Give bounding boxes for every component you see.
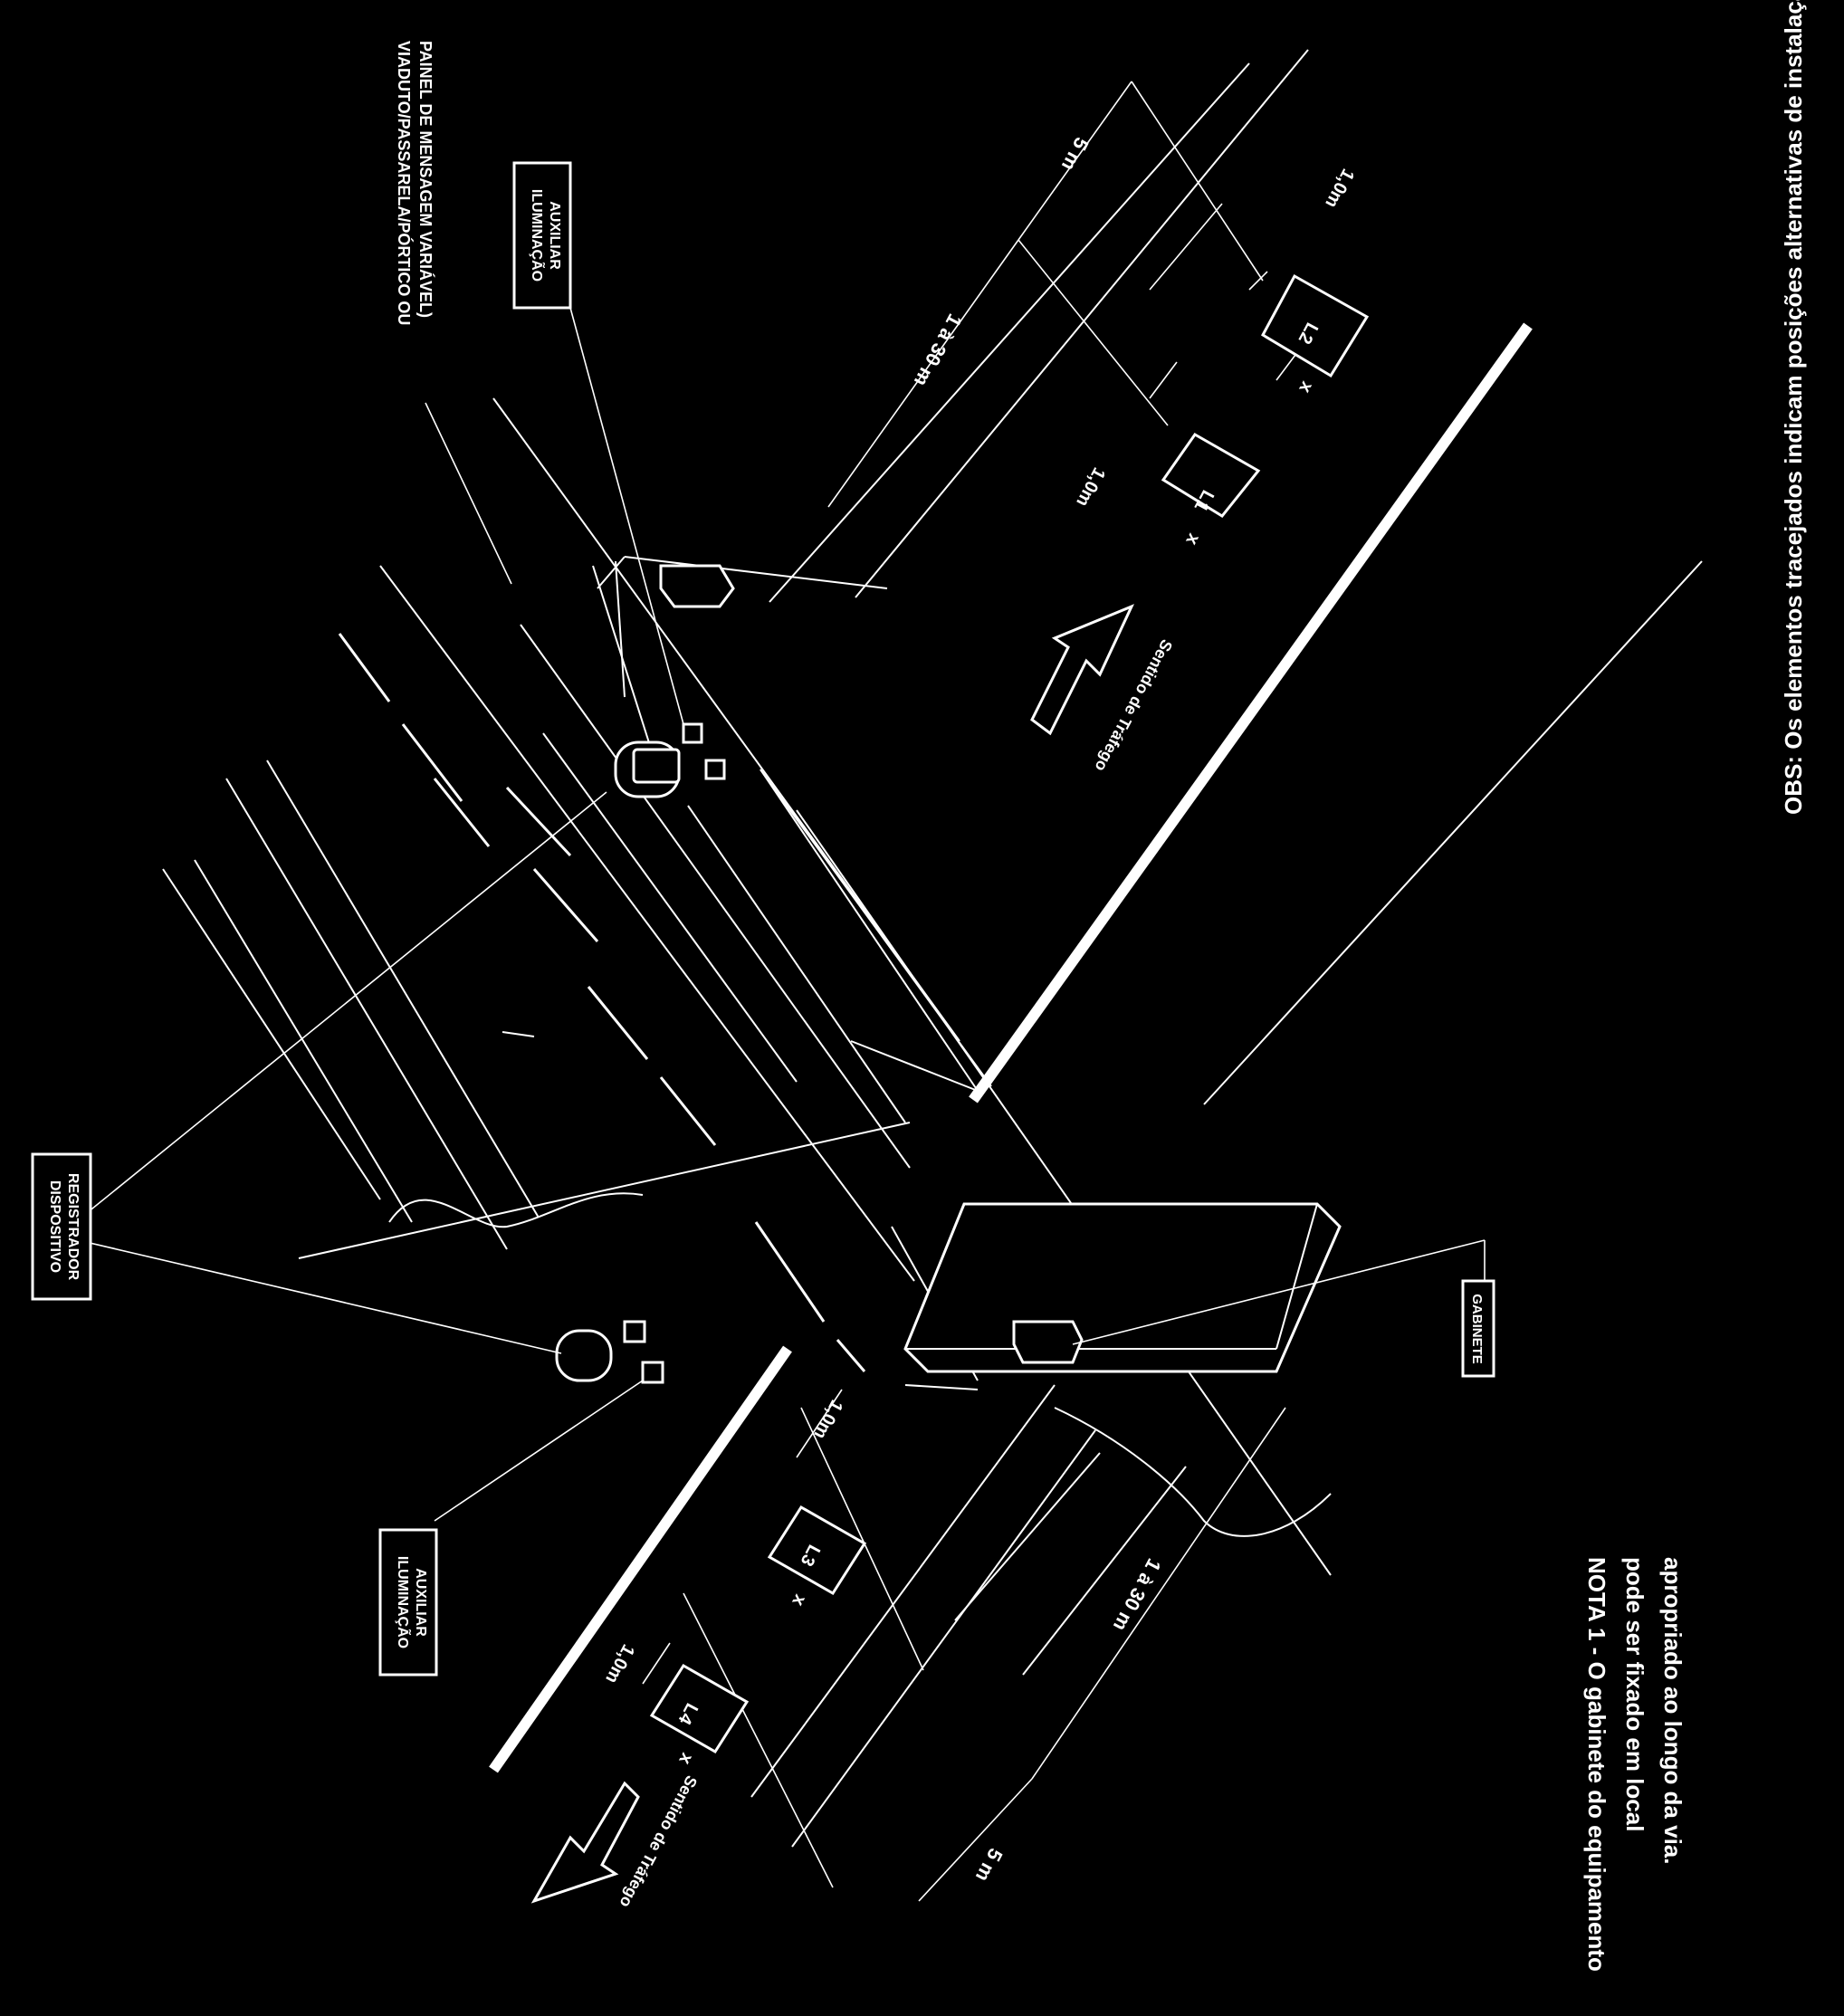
dim-5m-top: 5 m [1057,134,1094,175]
dim-x-top-a: x [1181,530,1204,549]
viaduto-text: VIADUTO/PASSARELA/PÓRTICO OU [395,41,414,325]
registrador-devices [555,722,726,1384]
dim-1m-top-b: 1,0m [1321,166,1358,212]
svg-text:ILUMINAÇÃO: ILUMINAÇÃO [395,1556,413,1648]
lane-edge-thick-bottom [489,1345,792,1773]
viaduct-structure [388,556,1332,1576]
dim-x-bottom-b: x [674,1750,697,1768]
leader-lines [58,307,1486,1522]
cross-road-lines [162,397,960,1282]
lane-boxes [649,273,1370,1754]
dim-1m-bottom-b: 1,0m [601,1641,638,1687]
svg-text:REGISTRADOR: REGISTRADOR [65,1173,81,1281]
dimensions-top [827,81,1304,508]
svg-text:ILUMINAÇÃO: ILUMINAÇÃO [529,189,547,282]
lane-box-l4 [649,1663,750,1754]
dim-1m-top-a: 1,0m [1072,464,1109,511]
upper-post-box [615,560,735,698]
dimensions-bottom [642,1389,1286,1902]
nota-line3: apropriado ao longo da via. [1659,1557,1686,1865]
dim-5m-bottom: 5 m [971,1845,1008,1886]
nota-line2: pode ser fixado em local [1621,1557,1648,1831]
label-gabinete: GABINETE [1461,1279,1495,1378]
cross-road-dashes [338,633,866,1372]
traffic-arrow-bottom [530,1781,640,1904]
svg-text:DISPOSITIVO: DISPOSITIVO [47,1180,62,1273]
svg-text:AUXILIAR: AUXILIAR [413,1568,428,1637]
lane-box-l1 [1161,433,1261,518]
nota-line1: NOTA 1 - O gabinete do equipamento [1583,1557,1610,1972]
road-edge-lines [750,49,1703,1848]
svg-text:OBS: Os elementos tracejados i: OBS: Os elementos tracejados indicam pos… [1780,0,1807,815]
dim-x-bottom-a: x [788,1591,810,1610]
gabinete-box [903,1202,1342,1373]
lane-edge-thick-top [969,322,1533,1104]
label-iluminacao-top: ILUMINAÇÃO AUXILIAR [512,161,572,310]
dim-1m-bottom-a: 1,0m [809,1397,846,1443]
nota-block: NOTA 1 - O gabinete do equipamento pode … [1583,1557,1686,1972]
painel-text: PAINEL DE MENSAGEM VARIÁVEL) [416,41,435,318]
lane-box-l2 [1261,273,1370,378]
traffic-arrow-top [1030,604,1134,736]
label-iluminacao-bottom: ILUMINAÇÃO AUXILIAR [378,1528,438,1677]
dim-x-top-b: x [1295,378,1317,397]
lane-box-l3 [767,1505,867,1596]
label-dispositivo: DISPOSITIVO REGISTRADOR [31,1152,92,1301]
label-viaduto: VIADUTO/PASSARELA/PÓRTICO OU PAINEL DE M… [395,41,435,325]
traffic-arrows [530,604,1134,1904]
obs-note: OBS: Os elementos tracejados indicam pos… [1780,0,1807,815]
dim-1-30m-top: 1 à 30 m [910,311,967,390]
svg-text:AUXILIAR: AUXILIAR [547,201,562,270]
svg-text:GABINETE: GABINETE [1469,1294,1485,1364]
